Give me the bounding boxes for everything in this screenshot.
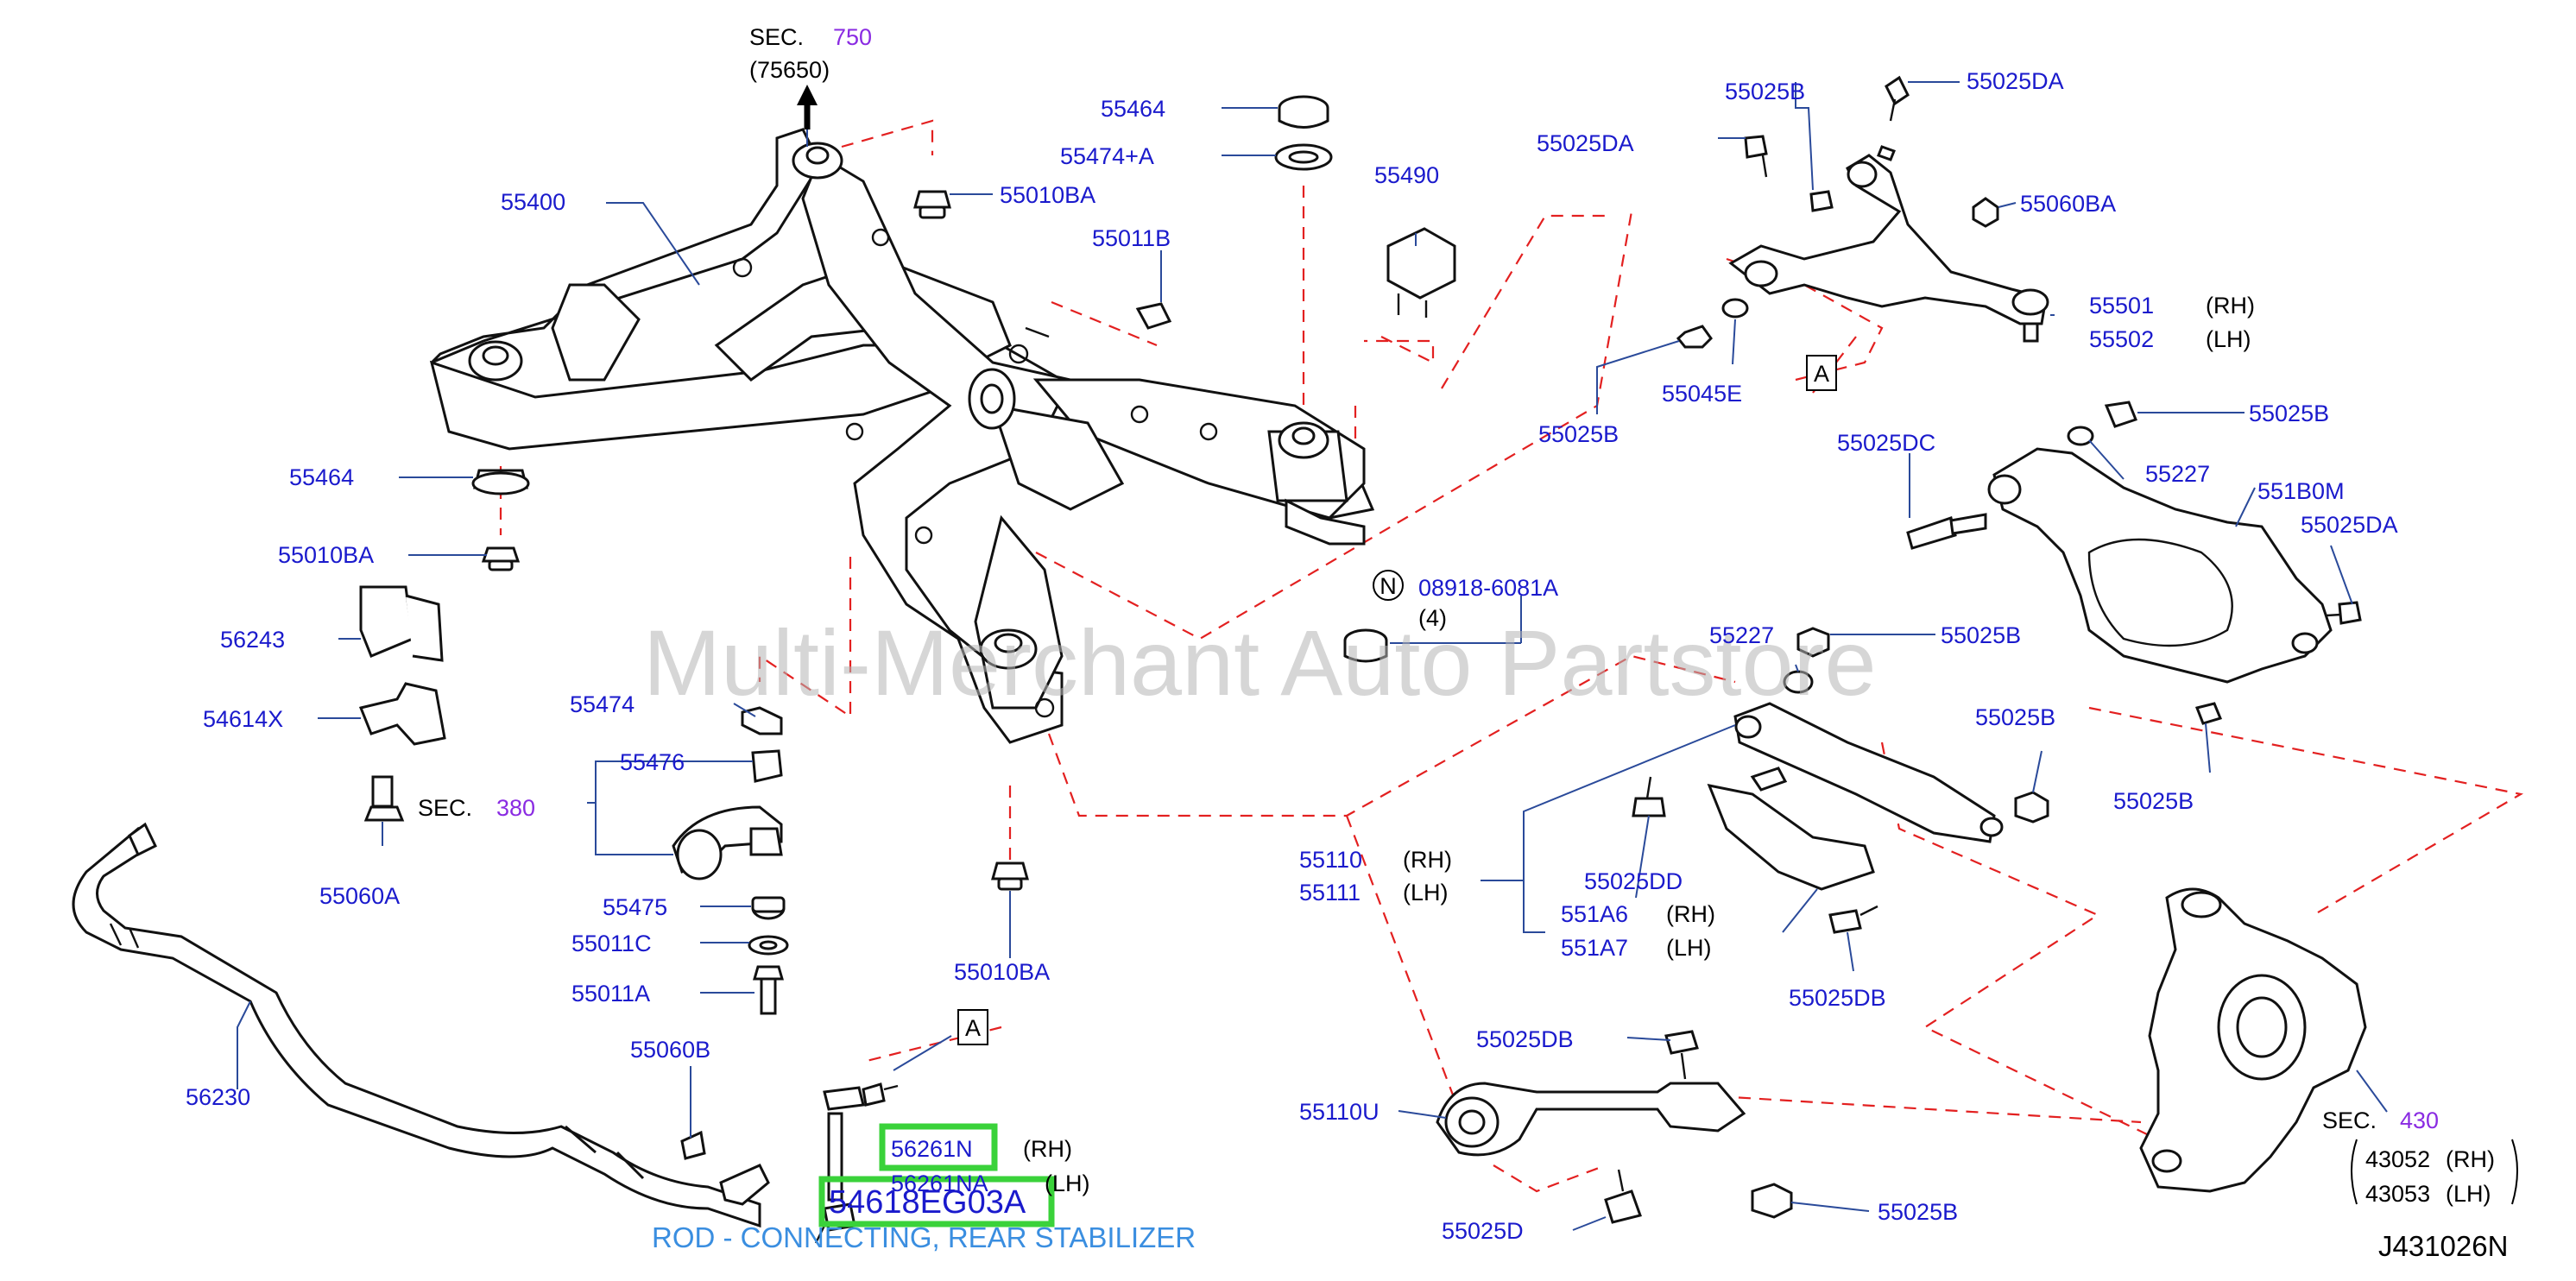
callout-55110u[interactable]: 55110U bbox=[1299, 1099, 1380, 1125]
diagram-code: J431026N bbox=[2378, 1230, 2508, 1262]
callout-551a6[interactable]: 551A6 bbox=[1561, 901, 1628, 927]
callout-55025b-right-mid[interactable]: 55025B bbox=[1975, 704, 2055, 730]
callout-56261na[interactable]: 56261NA bbox=[891, 1171, 988, 1196]
callout-55476[interactable]: 55476 bbox=[620, 749, 685, 775]
callout-55011c[interactable]: 55011C bbox=[571, 931, 652, 956]
callout-55011a[interactable]: 55011A bbox=[571, 981, 650, 1006]
callout-55025b-right-low[interactable]: 55025B bbox=[2113, 788, 2194, 814]
callout-55045e[interactable]: 55045E bbox=[1662, 381, 1742, 407]
callout-56230[interactable]: 56230 bbox=[186, 1084, 250, 1110]
callout-55111-lh: (LH) bbox=[1403, 880, 1449, 906]
callout-55227-mid[interactable]: 55227 bbox=[1709, 622, 1774, 648]
callout-55025dc[interactable]: 55025DC bbox=[1837, 430, 1935, 456]
callout-54614x[interactable]: 54614X bbox=[203, 706, 283, 732]
section-ref-750[interactable]: SEC. 750 (75650) bbox=[749, 24, 872, 83]
callout-43052[interactable]: 43052 bbox=[2365, 1146, 2430, 1172]
callout-55025da-right[interactable]: 55025DA bbox=[2301, 512, 2398, 538]
callout-551a7-lh: (LH) bbox=[1666, 935, 1712, 961]
callout-55502[interactable]: 55502 bbox=[2089, 326, 2154, 352]
callout-55010ba-mid[interactable]: 55010BA bbox=[954, 959, 1050, 985]
up-arrow-icon bbox=[797, 85, 818, 129]
callout-55010ba-left[interactable]: 55010BA bbox=[278, 542, 374, 568]
nut-symbol-letter: N bbox=[1380, 573, 1397, 599]
callout-55464-left[interactable]: 55464 bbox=[289, 464, 354, 490]
highlight-56261n bbox=[879, 1123, 998, 1171]
callout-56261n[interactable]: 56261N bbox=[891, 1136, 973, 1162]
bracket-43052-43053 bbox=[2351, 1139, 2518, 1205]
callout-55060b[interactable]: 55060B bbox=[630, 1037, 710, 1063]
callout-551a6-rh: (RH) bbox=[1666, 901, 1715, 927]
callout-55474[interactable]: 55474 bbox=[570, 691, 635, 717]
section-number-430[interactable]: 430 bbox=[2400, 1107, 2439, 1133]
callout-551a7[interactable]: 551A7 bbox=[1561, 935, 1628, 961]
leader-lines bbox=[237, 81, 2388, 1231]
callout-55502-lh: (LH) bbox=[2206, 326, 2251, 352]
lower-arm-551b0m bbox=[1906, 401, 2362, 725]
callout-55011b[interactable]: 55011B bbox=[1092, 225, 1171, 251]
callout-43053-lh: (LH) bbox=[2446, 1181, 2491, 1207]
callout-55227-top[interactable]: 55227 bbox=[2145, 461, 2210, 487]
callout-43052-rh: (RH) bbox=[2446, 1146, 2495, 1172]
callout-55474a[interactable]: 55474+A bbox=[1060, 143, 1154, 169]
callout-55025b-lower-left[interactable]: 55025B bbox=[1538, 421, 1619, 447]
section-sub-75650: (75650) bbox=[749, 57, 830, 83]
callout-55025dd[interactable]: 55025DD bbox=[1584, 868, 1683, 894]
callout-55490[interactable]: 55490 bbox=[1374, 162, 1439, 188]
nut-symbol-icon: N bbox=[1373, 570, 1404, 601]
section-ref-430[interactable]: SEC. 430 bbox=[2322, 1107, 2439, 1133]
callout-55110[interactable]: 55110 bbox=[1299, 847, 1362, 873]
callout-55111[interactable]: 55111 bbox=[1299, 880, 1361, 906]
callout-55060ba[interactable]: 55060BA bbox=[2020, 191, 2116, 217]
stabilizer-bar-56230 bbox=[72, 822, 770, 1228]
callout-08918-qty: (4) bbox=[1418, 605, 1447, 631]
adjust-link-55110u bbox=[1436, 1030, 1793, 1224]
callout-55475[interactable]: 55475 bbox=[603, 894, 667, 920]
callout-55501-rh: (RH) bbox=[2206, 293, 2255, 319]
callout-55010ba-top[interactable]: 55010BA bbox=[1000, 182, 1095, 208]
reference-box-a-lower: A bbox=[957, 1009, 988, 1045]
callout-56243[interactable]: 56243 bbox=[220, 627, 285, 653]
knuckle-sec430 bbox=[2139, 887, 2367, 1193]
section-number-380[interactable]: 380 bbox=[496, 795, 535, 821]
callout-551b0m[interactable]: 551B0M bbox=[2257, 478, 2345, 504]
rear-subframe-55400 bbox=[429, 128, 1375, 744]
callout-43053[interactable]: 43053 bbox=[2365, 1181, 2430, 1207]
reference-a-lower-label: A bbox=[965, 1015, 981, 1041]
part-caption: ROD - CONNECTING, REAR STABILIZER bbox=[652, 1221, 1196, 1253]
callout-08918-6081a[interactable]: 08918-6081A bbox=[1418, 575, 1558, 601]
callout-55025db-mid[interactable]: 55025DB bbox=[1789, 985, 1886, 1011]
callout-55025d[interactable]: 55025D bbox=[1442, 1218, 1524, 1244]
highlight-54618eg03a bbox=[818, 1176, 1055, 1227]
callout-55110-rh: (RH) bbox=[1403, 847, 1452, 873]
section-number-750[interactable]: 750 bbox=[833, 24, 872, 50]
callout-55060a[interactable]: 55060A bbox=[319, 883, 400, 909]
callout-54618eg03a[interactable]: 54618EG03A bbox=[829, 1184, 1026, 1221]
callout-55025db-low[interactable]: 55025DB bbox=[1476, 1026, 1574, 1052]
callout-55025da-top[interactable]: 55025DA bbox=[1967, 68, 2064, 94]
callout-55464-top[interactable]: 55464 bbox=[1101, 96, 1165, 122]
callout-55025b-right-top[interactable]: 55025B bbox=[2249, 401, 2329, 426]
callout-55501[interactable]: 55501 bbox=[2089, 293, 2154, 319]
section-ref-380[interactable]: SEC. 380 bbox=[418, 795, 535, 821]
section-prefix-top: SEC. bbox=[749, 24, 804, 50]
callout-55025b-mid[interactable]: 55025B bbox=[1941, 622, 2021, 648]
callout-55400[interactable]: 55400 bbox=[501, 189, 565, 215]
section-prefix-430: SEC. bbox=[2322, 1107, 2377, 1133]
callout-56261na-lh: (LH) bbox=[1045, 1171, 1090, 1196]
callout-labels: 55400 55464 55474+A 55010BA 55011B 55490… bbox=[186, 68, 2495, 1244]
reference-box-a-upper: A bbox=[1806, 355, 1837, 391]
section-prefix-380: SEC. bbox=[418, 795, 472, 821]
watermark: Multi-Merchant Auto Partstore bbox=[643, 610, 1877, 715]
reference-a-upper-label: A bbox=[1814, 361, 1829, 387]
callout-55025b-bottom[interactable]: 55025B bbox=[1878, 1199, 1958, 1225]
upper-link-55501 bbox=[1676, 75, 2049, 349]
callout-55025da-left[interactable]: 55025DA bbox=[1537, 130, 1634, 156]
lower-link-55110 bbox=[1632, 627, 2049, 934]
callout-56261n-rh: (RH) bbox=[1023, 1136, 1072, 1162]
callout-55025b-upper-arm[interactable]: 55025B bbox=[1725, 79, 1805, 104]
